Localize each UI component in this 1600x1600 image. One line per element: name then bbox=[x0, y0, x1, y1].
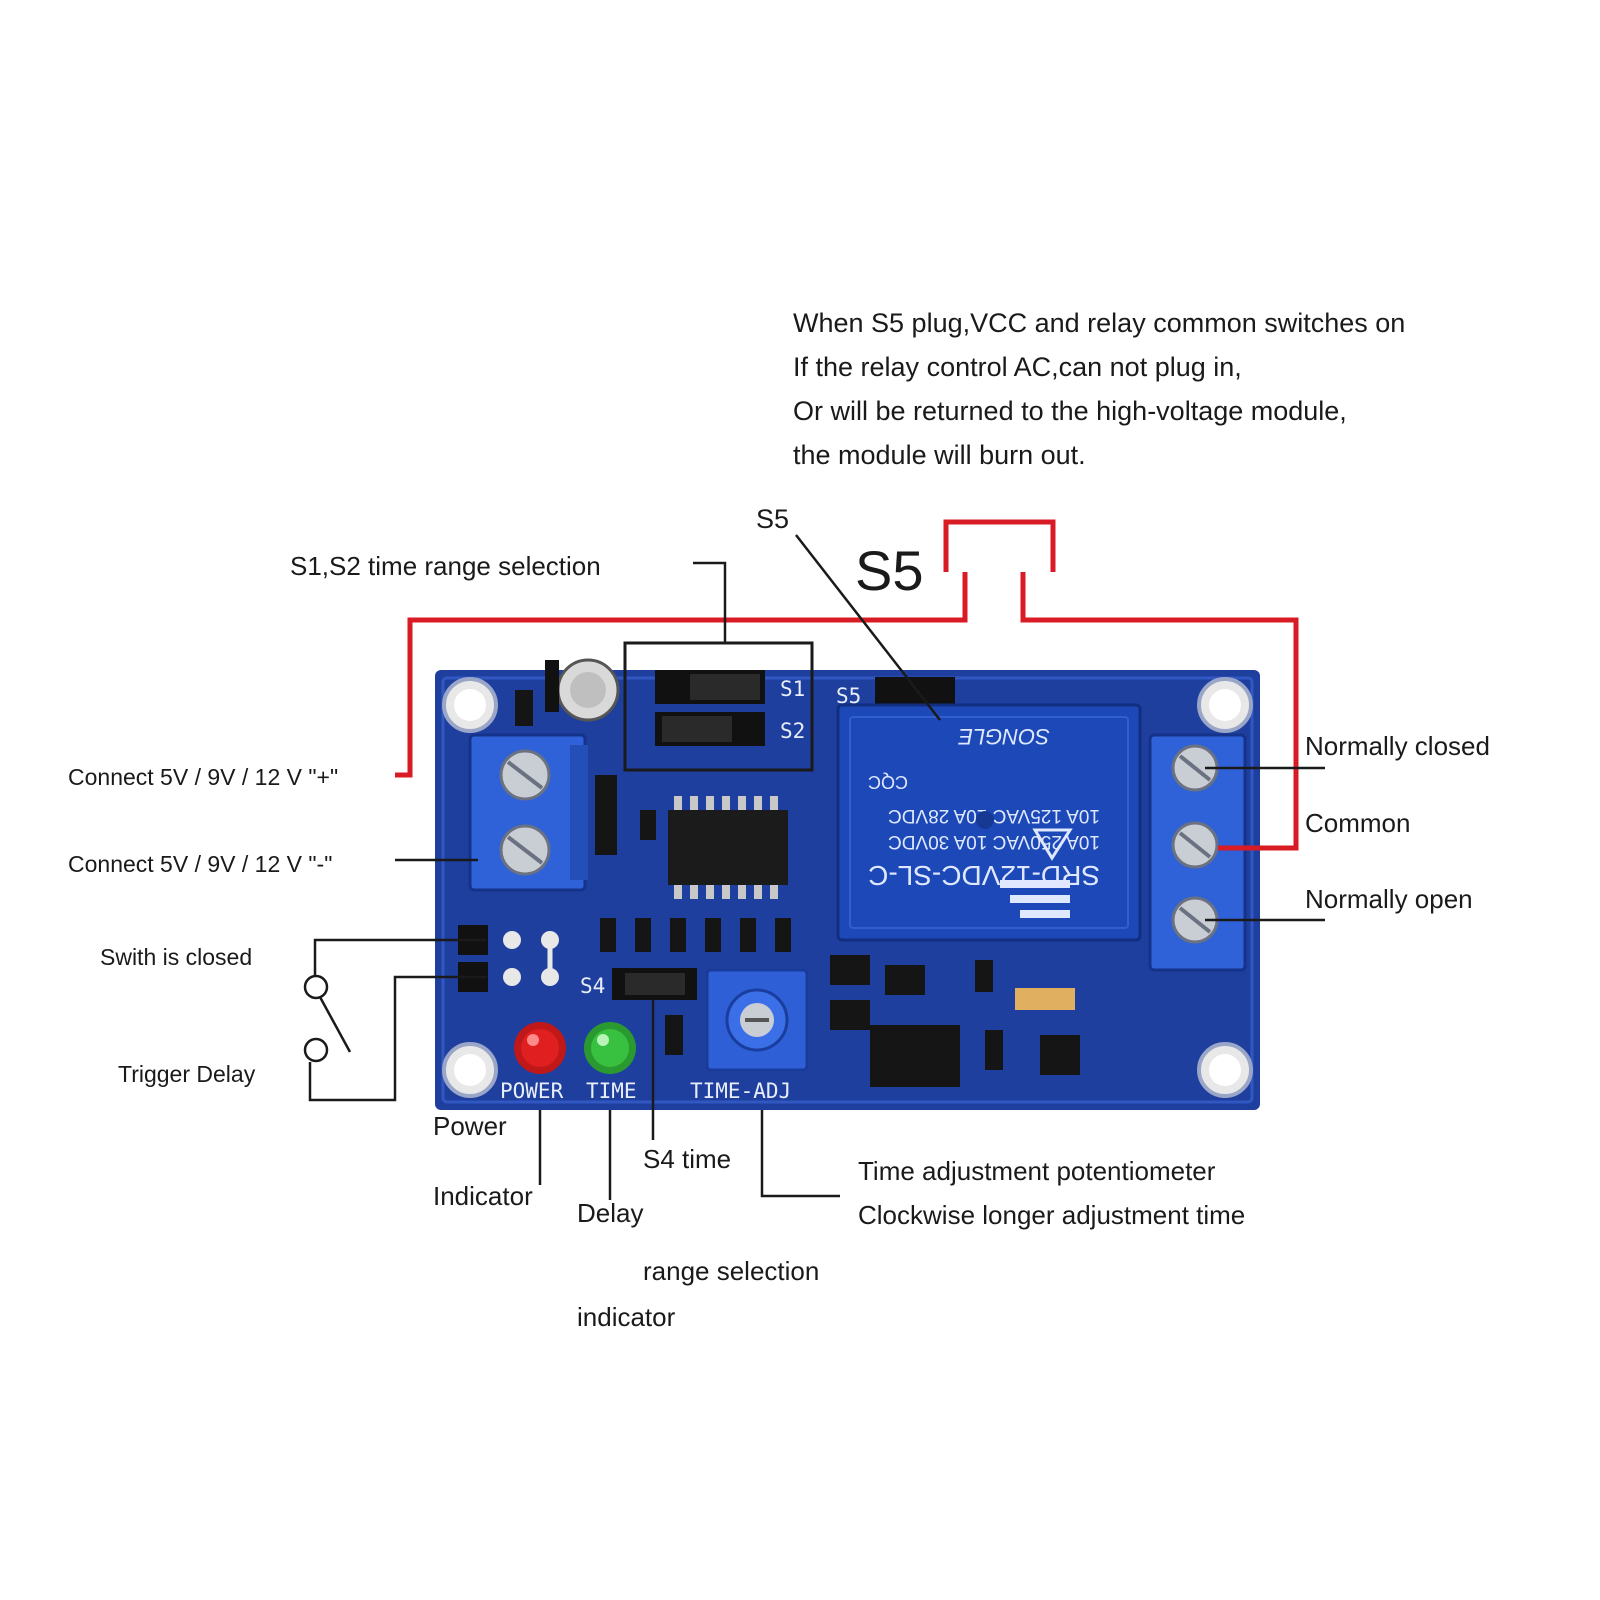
label-s1-s2-range: S1,S2 time range selection bbox=[290, 551, 601, 581]
label-s5-small: S5 bbox=[756, 504, 789, 534]
led-power bbox=[514, 1022, 566, 1074]
capacitor bbox=[545, 658, 620, 722]
s1-s2-outline bbox=[623, 641, 814, 772]
label-indicator: Indicator bbox=[433, 1181, 533, 1211]
label-indicator-2: indicator bbox=[577, 1302, 676, 1332]
output-terminal-block bbox=[1148, 733, 1247, 972]
label-range-selection: range selection bbox=[643, 1256, 819, 1286]
note-line-2: If the relay control AC,can not plug in, bbox=[793, 352, 1242, 382]
s5-header: S5 bbox=[836, 677, 955, 708]
relay-rating-2: 10A 125VAC 10A 28VDC bbox=[888, 805, 1100, 826]
label-pot-line-2: Clockwise longer adjustment time bbox=[858, 1200, 1245, 1230]
silk-time: TIME bbox=[586, 1079, 637, 1103]
led-time bbox=[584, 1022, 636, 1074]
silk-time-adj: TIME-ADJ bbox=[690, 1079, 791, 1103]
mounting-holes bbox=[442, 677, 1253, 1098]
smd-components bbox=[515, 690, 1080, 1087]
label-s4-time: S4 time bbox=[643, 1144, 731, 1174]
label-connect-minus: Connect 5V / 9V / 12 V "-" bbox=[68, 851, 332, 877]
s4-jumper: S4 bbox=[580, 968, 697, 1000]
s5-red-wire bbox=[395, 519, 1299, 851]
s1-s2-jumpers: S1 S2 bbox=[655, 670, 805, 746]
silk-s4: S4 bbox=[580, 974, 605, 998]
label-delay: Delay bbox=[577, 1198, 643, 1228]
label-s5-big: S5 bbox=[855, 539, 924, 602]
warning-note: When S5 plug,VCC and relay common switch… bbox=[793, 308, 1405, 470]
note-line-4: the module will burn out. bbox=[793, 440, 1086, 470]
note-line-1: When S5 plug,VCC and relay common switch… bbox=[793, 308, 1405, 338]
label-pot-line-1: Time adjustment potentiometer bbox=[858, 1156, 1216, 1186]
label-common: Common bbox=[1305, 808, 1410, 838]
label-normally-open: Normally open bbox=[1305, 884, 1473, 914]
leader-lines bbox=[303, 534, 1325, 1200]
relay: SRD-12VDC-SL-C 10A 250VAC 10A 30VDC 10A … bbox=[836, 703, 1142, 942]
silk-power: POWER bbox=[500, 1079, 564, 1103]
note-line-3: Or will be returned to the high-voltage … bbox=[793, 396, 1347, 426]
power-terminal-block bbox=[468, 733, 588, 892]
silk-s1: S1 bbox=[780, 677, 805, 701]
silk-s2: S2 bbox=[780, 719, 805, 743]
label-trigger-delay: Trigger Delay bbox=[118, 1061, 256, 1087]
relay-cqc: CQC bbox=[868, 772, 908, 792]
relay-brand: SONGLE bbox=[958, 724, 1050, 749]
label-power: Power bbox=[433, 1111, 507, 1141]
label-connect-plus: Connect 5V / 9V / 12 V "+" bbox=[68, 764, 338, 790]
time-adj-potentiometer bbox=[705, 968, 809, 1072]
label-switch-closed: Swith is closed bbox=[100, 944, 252, 970]
label-normally-closed: Normally closed bbox=[1305, 731, 1490, 761]
ic-chip bbox=[668, 796, 788, 899]
relay-rating-1: 10A 250VAC 10A 30VDC bbox=[888, 831, 1100, 852]
